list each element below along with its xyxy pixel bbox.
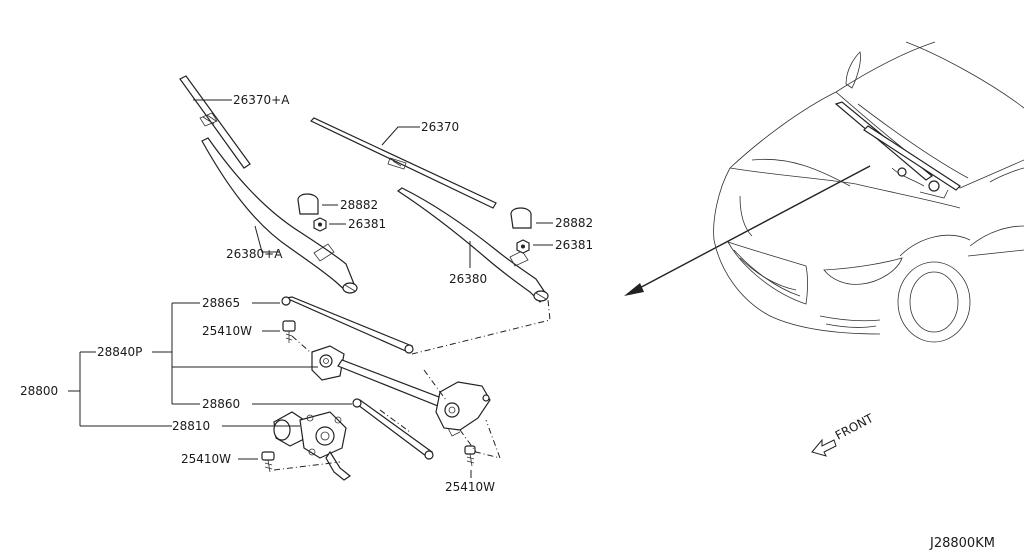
- diagram-code: J28800KM: [929, 536, 995, 551]
- label-26380: 26380: [449, 272, 487, 286]
- pivot-cap-28882-left: [297, 193, 319, 215]
- leader-bracket: [68, 302, 352, 427]
- assembly-guide-lines: [273, 299, 551, 471]
- label-25410w-right: 25410W: [445, 480, 495, 494]
- front-indicator: FRONT: [811, 411, 876, 457]
- wiper-arm-26380a: [201, 137, 358, 294]
- pivot-cap-28882-right: [510, 207, 532, 229]
- bolt-25410w-left: [261, 451, 275, 473]
- wiper-motor-28810: [273, 411, 352, 481]
- wiper-arm-26380: [396, 187, 549, 303]
- nut-26381-right: [516, 239, 530, 254]
- label-28860: 28860: [202, 397, 240, 411]
- frame-assembly-28840p: [311, 345, 491, 460]
- label-28840p: 28840P: [97, 345, 142, 359]
- link-rod-28865: [281, 296, 414, 354]
- nut-26381-left: [313, 217, 327, 232]
- wiper-blade-26370a: [179, 75, 251, 169]
- label-28865: 28865: [202, 296, 240, 310]
- label-25410w-top: 25410W: [202, 324, 252, 338]
- label-28800: 28800: [20, 384, 58, 398]
- label-26370a: 26370+A: [233, 93, 290, 107]
- car-illustration: [713, 41, 1024, 343]
- bolt-25410w-top: [282, 320, 296, 343]
- label-28882-right: 28882: [555, 216, 593, 230]
- front-label: FRONT: [833, 411, 876, 443]
- label-26380a: 26380+A: [226, 247, 283, 261]
- label-25410w-left: 25410W: [181, 452, 231, 466]
- wiper-blade-26370: [309, 117, 497, 209]
- label-28810: 28810: [172, 419, 210, 433]
- label-28882-left: 28882: [340, 198, 378, 212]
- bolt-25410w-right: [464, 445, 476, 467]
- label-26370: 26370: [421, 120, 459, 134]
- label-26381-right: 26381: [555, 238, 593, 252]
- location-arrow: [624, 165, 871, 296]
- label-26381-left: 26381: [348, 217, 386, 231]
